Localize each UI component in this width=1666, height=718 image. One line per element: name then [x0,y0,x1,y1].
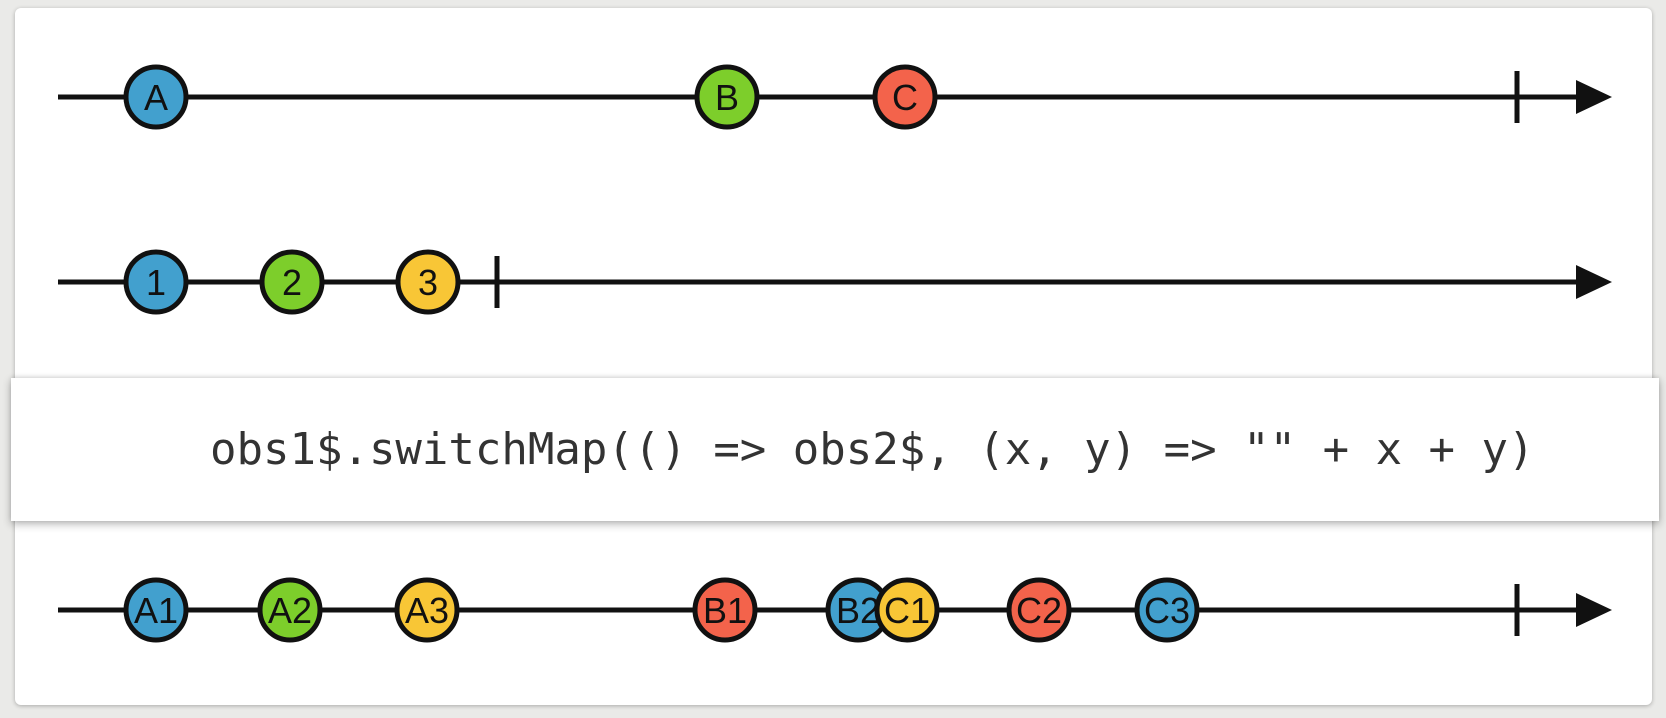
marble-label: B2 [836,590,880,631]
marble-label: A3 [405,590,449,631]
marble-circle [1006,577,1072,643]
marble-C2: C2 [1006,577,1072,643]
marble-label: C1 [884,590,930,631]
marble-circle [1134,577,1200,643]
marble-label: A [144,77,168,118]
marble-label: 1 [146,262,166,303]
marble-circle [395,249,461,315]
marble-label: C3 [1144,590,1190,631]
marble-circle [394,577,460,643]
marble-label: 2 [282,262,302,303]
marble-circle [874,577,940,643]
marble-circle [692,577,758,643]
marble-label: C2 [1016,590,1062,631]
marble-circle [123,249,189,315]
marble-circle [123,577,189,643]
marble-B1: B1 [692,577,758,643]
operator-code-strip: obs1$.switchMap(() => obs2$, (x, y) => "… [11,378,1659,521]
marble-1: 1 [123,249,189,315]
arrowhead-icon [1576,265,1612,299]
timeline-source-observable: A B C [58,64,1612,130]
marble-A2: A2 [257,577,323,643]
marble-3: 3 [395,249,461,315]
marble-label: A1 [134,590,178,631]
timeline-inner-observable: 1 2 3 [58,249,1612,315]
marble-B: B [694,64,760,130]
marble-circle [257,577,323,643]
arrowhead-icon [1576,80,1612,114]
marble-label: B [715,77,739,118]
marble-C3: C3 [1134,577,1200,643]
marble-A1: A1 [123,577,189,643]
marble-circle [694,64,760,130]
marble-label: C [892,77,918,118]
marble-circle [872,64,938,130]
operator-code: obs1$.switchMap(() => obs2$, (x, y) => "… [210,424,1535,475]
marble-circle [259,249,325,315]
arrowhead-icon [1576,593,1612,627]
marble-2: 2 [259,249,325,315]
marble-C: C [872,64,938,130]
marble-C1: C1 [874,577,940,643]
marble-A3: A3 [394,577,460,643]
marble-label: A2 [268,590,312,631]
marble-A: A [123,64,189,130]
marble-circle [123,64,189,130]
marble-label: 3 [418,262,438,303]
marble-label: B1 [703,590,747,631]
